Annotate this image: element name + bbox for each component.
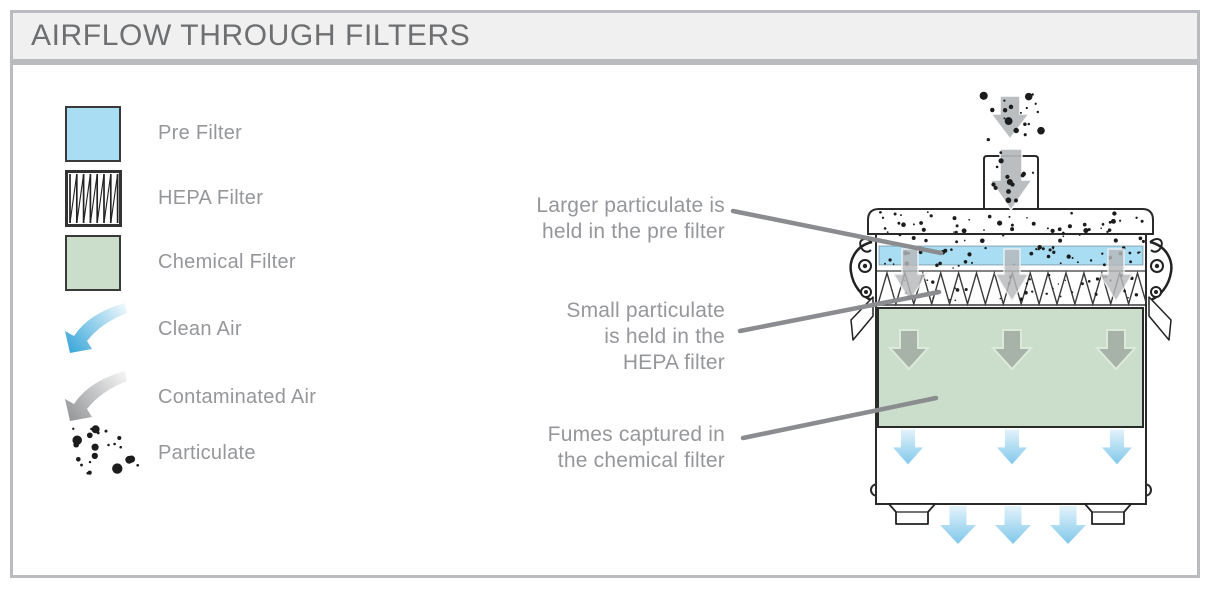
legend-item-particulate: Particulate bbox=[65, 423, 256, 483]
legend-item-chemical-filter: Chemical Filter bbox=[65, 234, 296, 291]
annotation-hepa-filter: Small particulate is held in the HEPA fi… bbox=[566, 299, 725, 374]
clean-air-arrow-icon bbox=[65, 303, 127, 353]
hepa-filter-swatch bbox=[65, 170, 122, 227]
annotation-pre-filter: Larger particulate is held in the pre fi… bbox=[536, 194, 725, 243]
title-bar: AIRFLOW THROUGH FILTERS bbox=[10, 10, 1200, 62]
legend-label: Particulate bbox=[158, 441, 256, 464]
particulate-dots-icon bbox=[72, 425, 140, 475]
legend-item-contaminated-air: Contaminated Air bbox=[65, 371, 316, 423]
contaminated-air-arrow-icon bbox=[65, 371, 127, 421]
legend-label: Chemical Filter bbox=[158, 251, 296, 273]
annotation-chemical-filter: Fumes captured in the chemical filter bbox=[547, 423, 725, 472]
legend-item-hepa-filter: HEPA Filter bbox=[65, 170, 263, 227]
legend-item-clean-air: Clean Air bbox=[65, 303, 242, 355]
chemical-filter-swatch bbox=[65, 234, 121, 291]
legend-label: Pre Filter bbox=[158, 122, 243, 144]
pre-filter-swatch bbox=[65, 105, 121, 162]
legend-label: HEPA Filter bbox=[158, 187, 264, 209]
page-title: AIRFLOW THROUGH FILTERS bbox=[31, 19, 471, 52]
legend-label: Contaminated Air bbox=[158, 385, 317, 408]
legend-item-pre-filter: Pre Filter bbox=[65, 105, 242, 162]
legend-label: Clean Air bbox=[158, 317, 242, 340]
diagram-panel: Pre Filter HEPA Filter Chemical Filter bbox=[10, 62, 1200, 578]
